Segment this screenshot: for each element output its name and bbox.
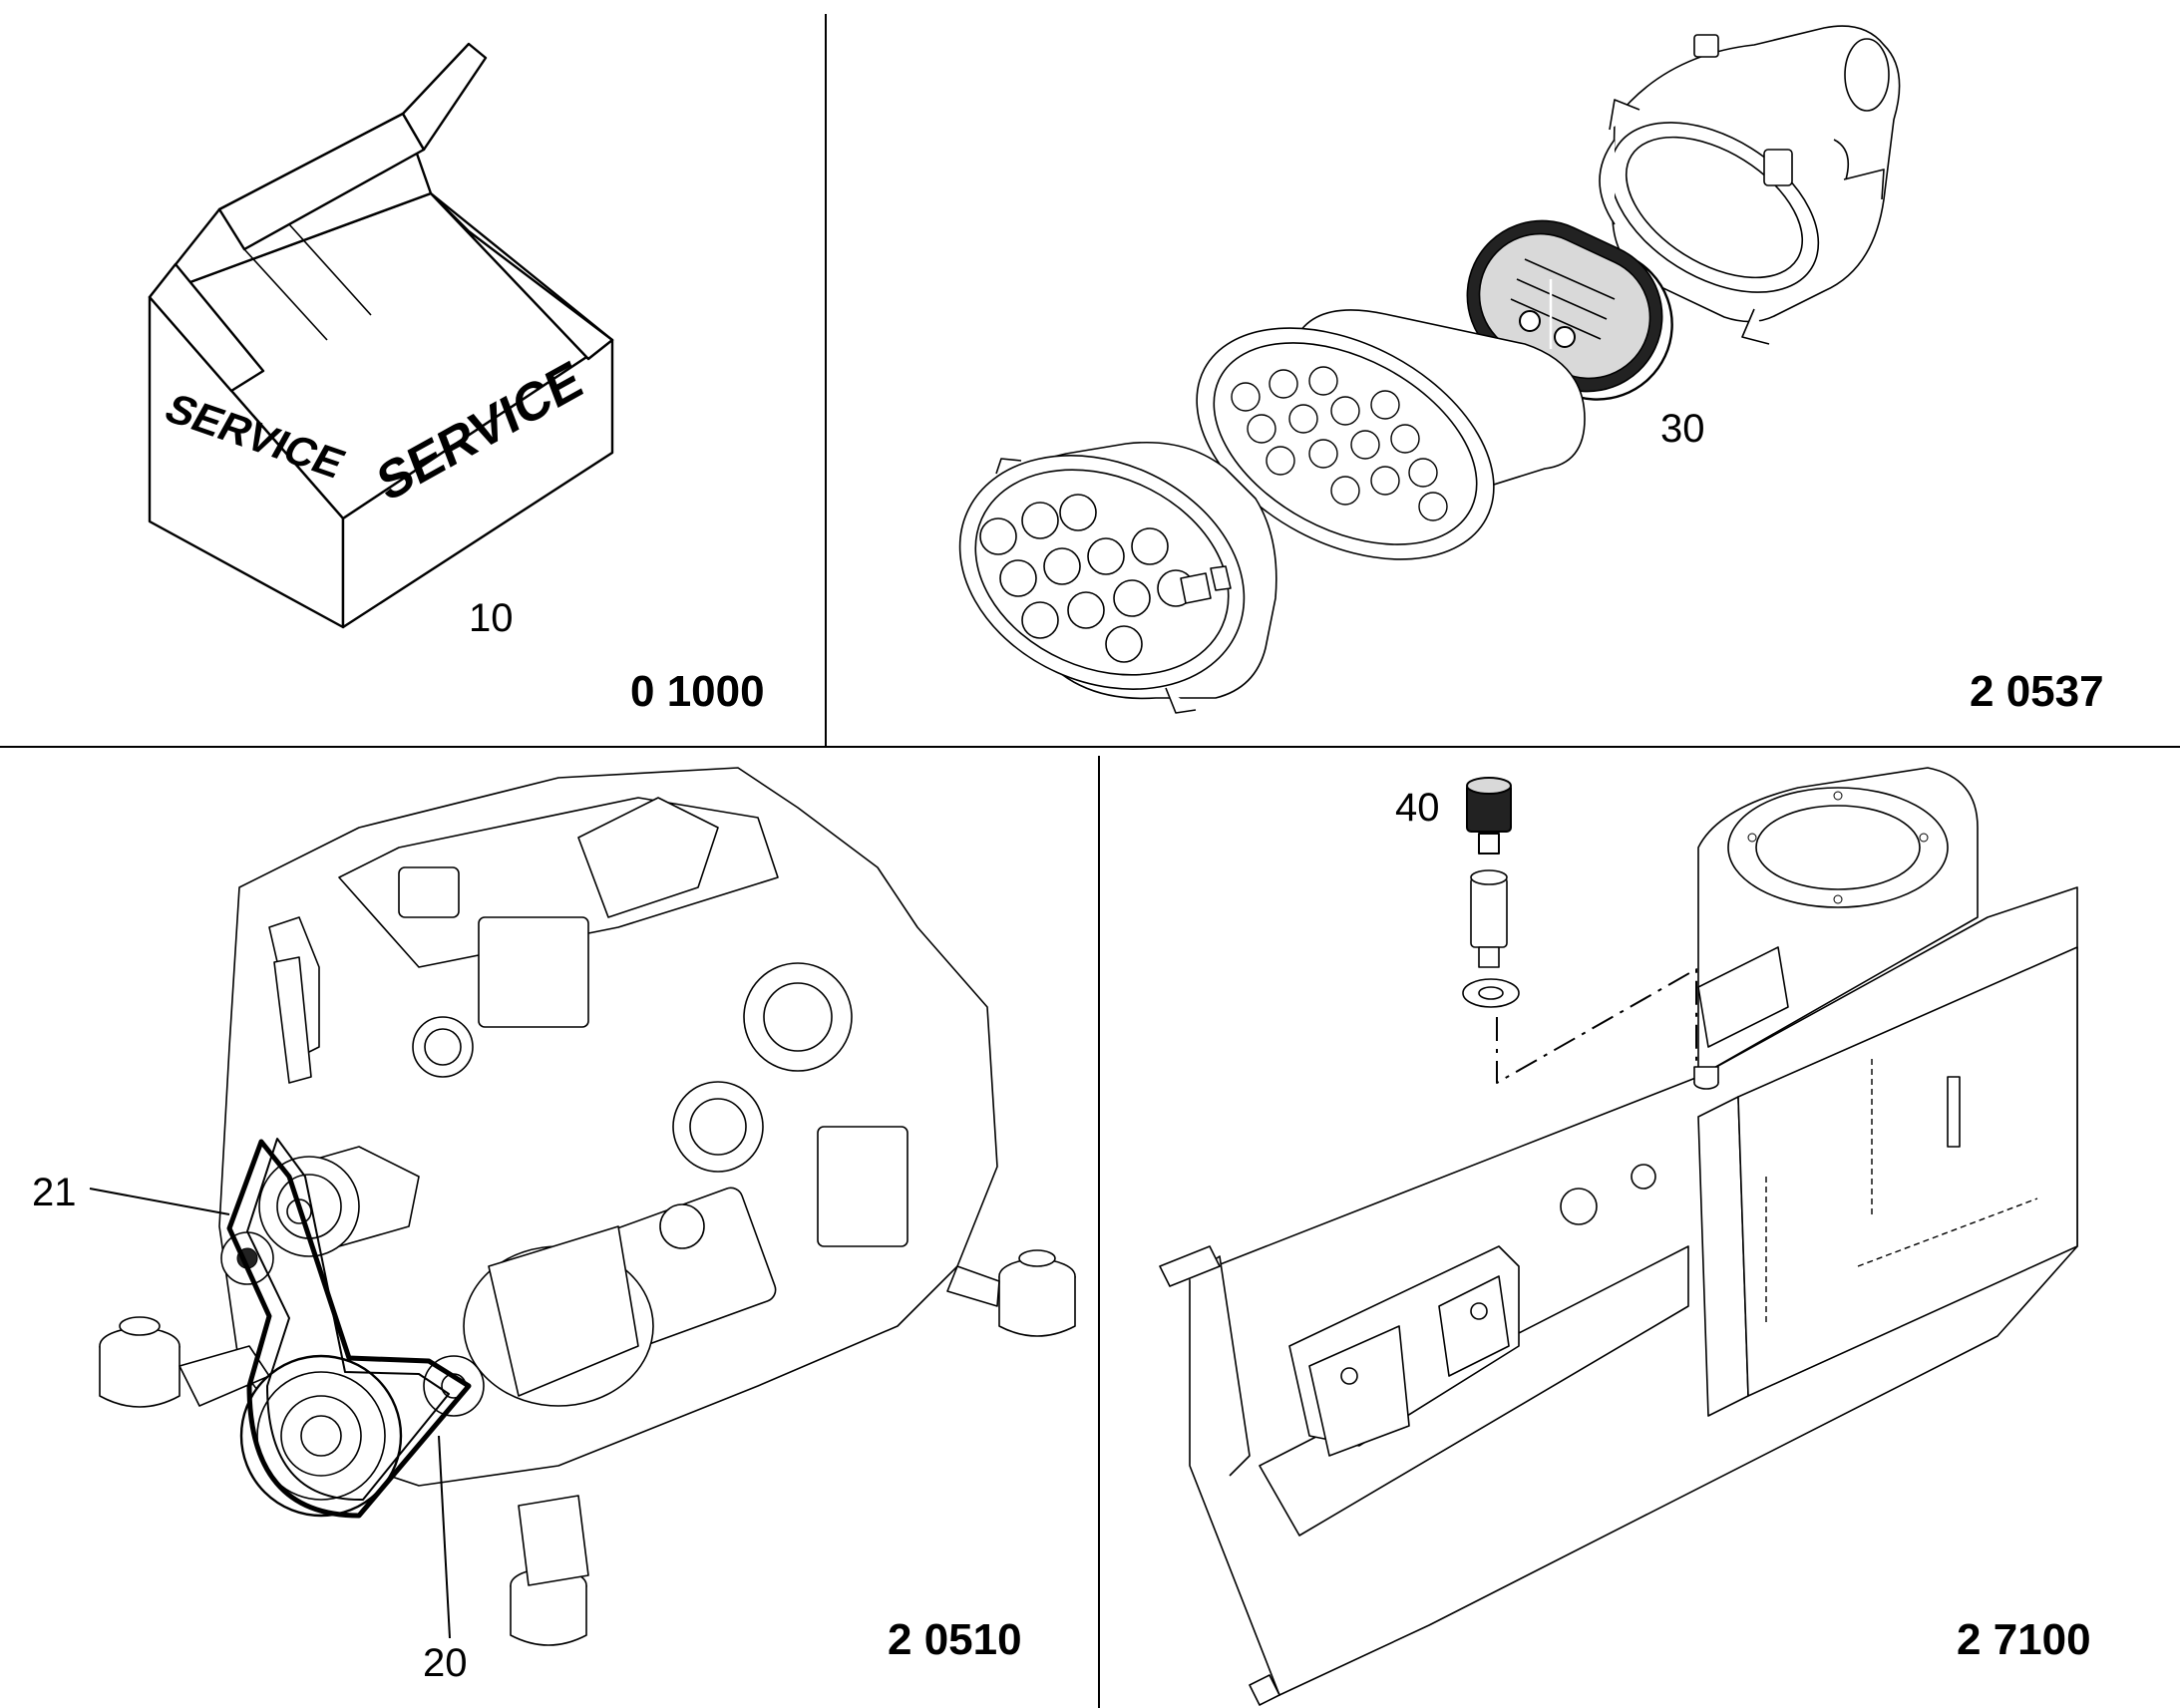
- alternator: [423, 1225, 654, 1417]
- engine-mount: [510, 1495, 589, 1646]
- section-code-0-1000: 0 1000: [630, 667, 765, 716]
- bracket-panel: [1159, 767, 2078, 1706]
- vertical-divider-top: [825, 14, 827, 746]
- callout-30: 30: [1660, 407, 1705, 451]
- service-box-illustration: SERVICE SERVICE: [148, 42, 614, 629]
- fitting-washer: [1462, 978, 1520, 1008]
- callout-40: 40: [1395, 786, 1440, 830]
- filter-cover: [958, 441, 1277, 714]
- panel-engine-belt: 21 20 2 0510: [0, 748, 1098, 1708]
- assembly-guide-line: [1496, 968, 1697, 1084]
- fitting-cap: [1466, 777, 1512, 854]
- section-code-2-0510: 2 0510: [888, 1615, 1022, 1664]
- main-filter-cartridge: [1196, 309, 1586, 560]
- leader-line-21: [89, 1188, 230, 1215]
- callout-20: 20: [423, 1641, 468, 1685]
- fitting-adapter: [1470, 869, 1508, 968]
- engine-illustration: [89, 767, 1076, 1646]
- panel-bracket-plate: 40 2 7100: [1100, 748, 2180, 1708]
- engine-mount: [99, 1316, 270, 1408]
- callout-10: 10: [469, 596, 514, 640]
- engine-mount: [946, 1249, 1076, 1337]
- panel-air-filter: 30 2 0537: [827, 0, 2180, 746]
- callout-21: 21: [32, 1171, 77, 1214]
- slot-row-horizontal: [1857, 1197, 2038, 1267]
- section-code-2-7100: 2 7100: [1957, 1615, 2091, 1664]
- panel-service-kit: SERVICE SERVICE 10 0 1000: [0, 0, 825, 746]
- section-code-2-0537: 2 0537: [1970, 667, 2104, 716]
- air-filter-illustration: [958, 25, 1901, 714]
- bracket-plate-illustration: [1159, 767, 2078, 1706]
- horizontal-divider: [0, 746, 2180, 748]
- vertical-divider-bottom: [1098, 756, 1100, 1708]
- drive-belt: [226, 1138, 472, 1519]
- slot-row-vertical: [1765, 1059, 1873, 1326]
- crankshaft-pulley: [239, 1354, 403, 1518]
- leader-line-20: [438, 1435, 451, 1639]
